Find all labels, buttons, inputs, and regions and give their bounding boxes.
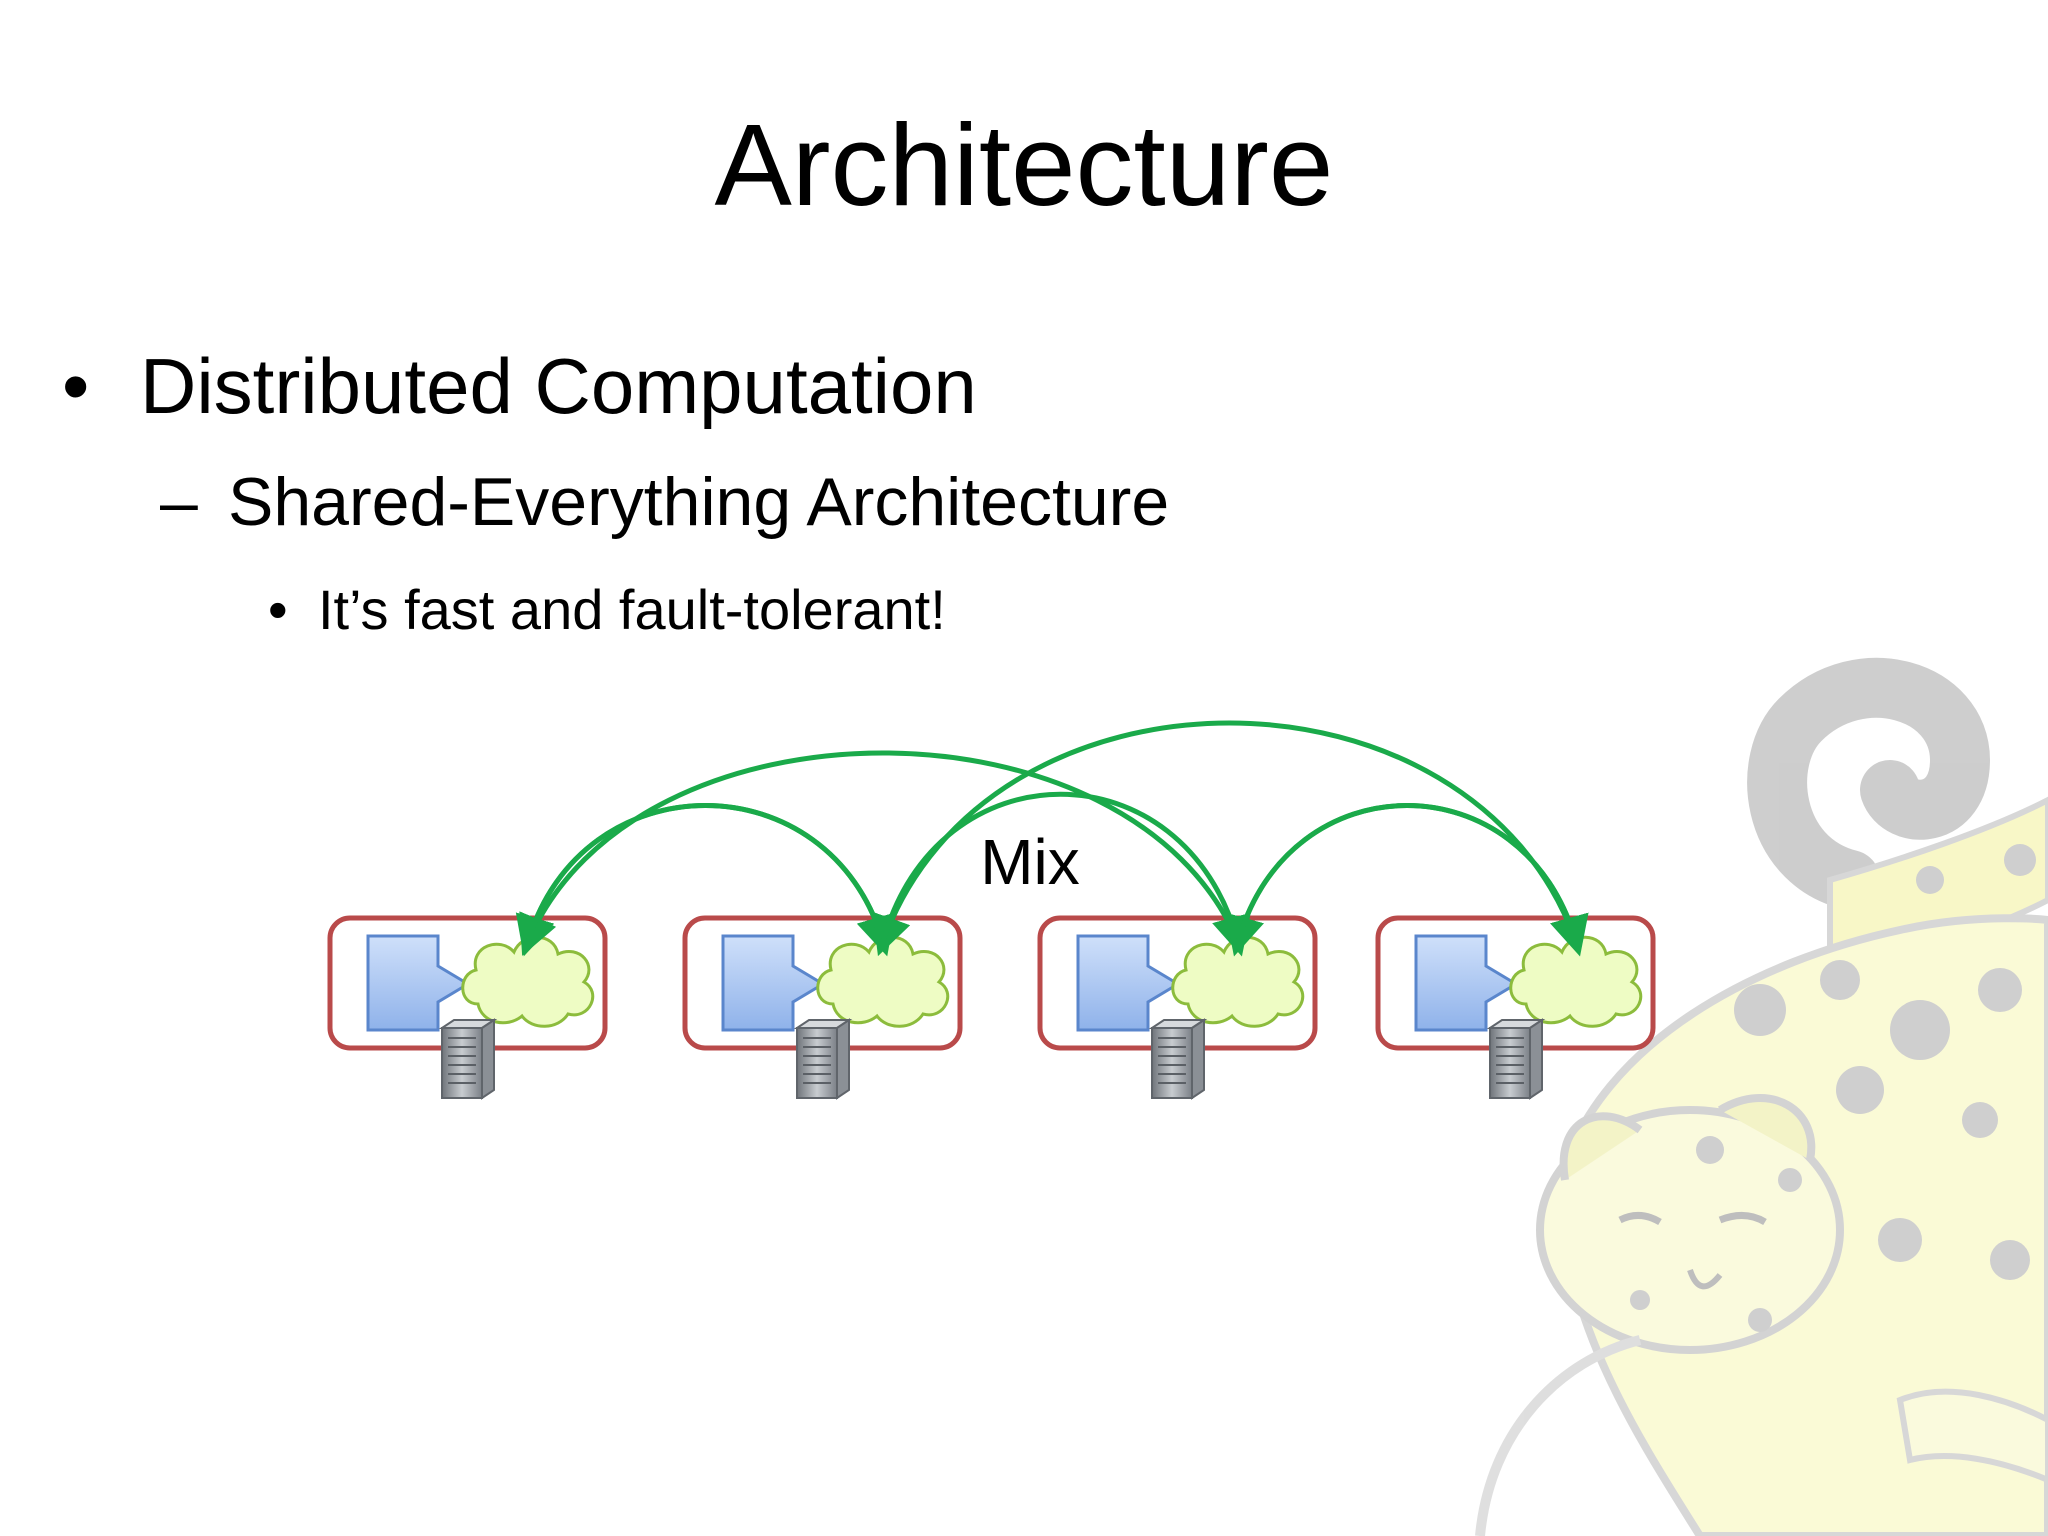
server-icon [438, 1018, 498, 1100]
mix-arrow [525, 803, 896, 957]
data-box-icon [366, 934, 471, 1032]
cloud-icon [1171, 935, 1305, 1028]
mix-arrow [519, 750, 1241, 956]
data-box-icon [721, 934, 826, 1032]
bullet-level-2: – Shared-Everything Architecture [160, 460, 1169, 544]
cloud-icon [816, 935, 950, 1028]
server-icon [1486, 1018, 1546, 1100]
node-2 [682, 915, 963, 1100]
mascot-paw [1896, 1388, 2048, 1484]
slide-title: Architecture [714, 100, 1334, 230]
bullet-text: It’s fast and fault-tolerant! [318, 578, 946, 641]
mascot-leg [1475, 1335, 1642, 1536]
bullet-level-1: • Distributed Computation [62, 338, 977, 434]
cloud-icon [1509, 935, 1643, 1028]
bullet-marker: • [268, 578, 288, 641]
server-icon [1148, 1018, 1208, 1100]
node-3 [1037, 915, 1318, 1100]
mascot-eye-left [1618, 1212, 1662, 1226]
bullet-level-3: • It’s fast and fault-tolerant! [268, 575, 946, 645]
cloud-icon [461, 935, 595, 1028]
bullet-marker: • [62, 342, 90, 430]
mascot-ear-right [1717, 1094, 1816, 1161]
mascot-mouth [1687, 1268, 1723, 1290]
node-1 [327, 915, 608, 1100]
bullet-text: Distributed Computation [140, 342, 977, 430]
mascot-spots [1630, 844, 2036, 1332]
bullet-marker: – [160, 464, 198, 540]
mascot-head [1536, 1106, 1844, 1354]
mix-arrow [880, 791, 1251, 957]
node-4 [1375, 915, 1656, 1100]
arrows-layer [515, 720, 1589, 957]
mascot-ear-left [1559, 1112, 1643, 1181]
data-box-icon [1414, 934, 1519, 1032]
nodes-layer [327, 915, 1656, 1100]
mascot-eye-right [1718, 1212, 1767, 1226]
mix-label: Mix [980, 826, 1080, 898]
mascot-tail [1747, 657, 1991, 910]
mix-arrow [1235, 803, 1589, 957]
data-box-icon [1076, 934, 1181, 1032]
bullet-text: Shared-Everything Architecture [228, 464, 1170, 540]
server-icon [793, 1018, 853, 1100]
